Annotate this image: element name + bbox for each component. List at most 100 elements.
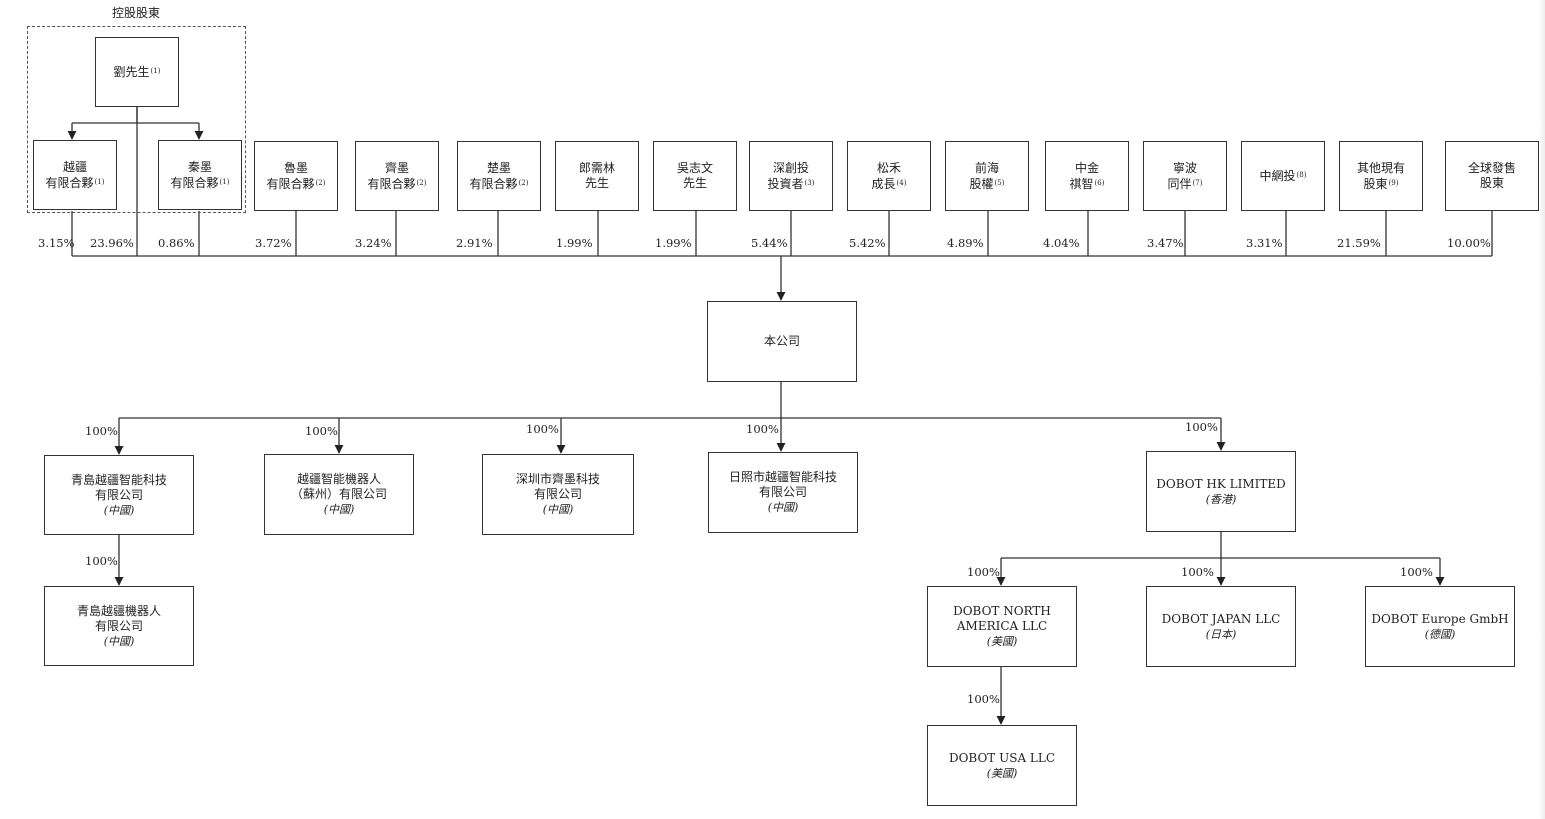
page-edge-shadow bbox=[1539, 0, 1545, 819]
entity-box-liu: 劉先生(1) bbox=[95, 37, 179, 107]
entity-box-yuejiang: 越疆有限合夥(1) bbox=[33, 140, 117, 210]
holding-percentage: 3.31% bbox=[1246, 236, 1283, 250]
entity-region: (日本) bbox=[1205, 627, 1237, 641]
entity-name-line: 中網投(8) bbox=[1259, 169, 1307, 183]
entity-name-line: 祺智(6) bbox=[1069, 176, 1105, 191]
subsidiary-percentage: 100% bbox=[746, 422, 779, 436]
entity-name-line: 其他現有 bbox=[1356, 160, 1405, 175]
subsidiary-percentage: 100% bbox=[1185, 420, 1218, 434]
entity-name-line: 先生 bbox=[682, 176, 707, 190]
entity-box-qianhai: 前海股權(5) bbox=[945, 141, 1029, 211]
entity-region: (美國) bbox=[986, 766, 1018, 780]
entity-box-qingdao_robot: 青島越疆機器人有限公司(中國) bbox=[44, 586, 194, 666]
footnote-marker: (3) bbox=[804, 178, 815, 187]
footnote-marker: (6) bbox=[1094, 178, 1105, 187]
holding-percentage: 4.89% bbox=[947, 236, 984, 250]
entity-box-zhongjin: 中金祺智(6) bbox=[1045, 141, 1129, 211]
controlling-shareholders-group bbox=[27, 26, 246, 213]
subsidiary-percentage: 100% bbox=[305, 424, 338, 438]
entity-box-lang: 郎需林先生 bbox=[555, 141, 639, 211]
company-box: 本公司 bbox=[707, 301, 857, 382]
entity-box-dobot_hk: DOBOT HK LIMITED(香港) bbox=[1146, 451, 1296, 532]
entity-name-line: 本公司 bbox=[763, 334, 800, 348]
subsidiary-percentage: 100% bbox=[967, 565, 1000, 579]
entity-name-line: 成長(4) bbox=[871, 176, 907, 191]
footnote-marker: (2) bbox=[416, 178, 427, 187]
entity-name-line: 劉先生(1) bbox=[113, 65, 161, 79]
footnote-marker: (2) bbox=[315, 178, 326, 187]
holding-percentage: 3.47% bbox=[1147, 236, 1184, 250]
holding-percentage: 2.91% bbox=[456, 236, 493, 250]
holding-percentage: 5.44% bbox=[751, 236, 788, 250]
entity-box-yuejiang_suzhou: 越疆智能機器人（蘇州）有限公司 (中國) bbox=[264, 454, 414, 535]
entity-name-line: DOBOT Europe GmbH bbox=[1371, 611, 1509, 626]
footnote-marker: (2) bbox=[518, 178, 529, 187]
entity-name-line: 投資者(3) bbox=[767, 176, 815, 191]
holding-percentage: 0.86% bbox=[158, 236, 195, 250]
footnote-marker: (1) bbox=[150, 67, 161, 75]
entity-name-line: 前海 bbox=[974, 160, 999, 175]
entity-region: (中國) bbox=[323, 503, 355, 516]
entity-name-line: 全球發售 bbox=[1467, 161, 1516, 175]
holding-percentage: 1.99% bbox=[655, 236, 692, 250]
entity-name-line: DOBOT USA LLC bbox=[948, 750, 1056, 765]
entity-box-shenchuang: 深創投投資者(3) bbox=[749, 141, 833, 211]
subsidiary-percentage: 100% bbox=[85, 424, 118, 438]
footnote-marker: (4) bbox=[896, 178, 907, 187]
entity-box-shenzhen_qimo: 深圳市齊墨科技有限公司(中國) bbox=[482, 454, 634, 535]
holding-percentage: 3.15% bbox=[38, 236, 75, 250]
entity-name-line: 越疆智能機器人 bbox=[296, 472, 381, 486]
entity-region: (中國) bbox=[542, 503, 574, 516]
entity-name-line: 有限合夥(2) bbox=[367, 176, 427, 191]
entity-region: (美國) bbox=[986, 635, 1018, 648]
entity-box-global: 全球發售股東 bbox=[1445, 141, 1539, 211]
entity-name-line: 股東 bbox=[1479, 176, 1504, 190]
footnote-marker: (1) bbox=[219, 177, 230, 186]
entity-name-line: AMERICA LLC bbox=[956, 619, 1048, 633]
entity-box-rizhao: 日照市越疆智能科技有限公司 (中國) bbox=[708, 452, 858, 533]
entity-box-chumo: 楚墨有限合夥(2) bbox=[457, 141, 541, 211]
entity-region: (香港) bbox=[1205, 492, 1237, 506]
holding-percentage: 23.96% bbox=[90, 236, 134, 250]
entity-name-line: 深創投 bbox=[772, 160, 809, 175]
holding-percentage: 4.04% bbox=[1043, 236, 1080, 250]
entity-name-line: 日照市越疆智能科技 bbox=[728, 470, 837, 484]
entity-name-line: DOBOT HK LIMITED bbox=[1156, 476, 1286, 491]
entity-name-line: 有限合夥(1) bbox=[45, 175, 105, 190]
subsidiary-percentage: 100% bbox=[85, 554, 118, 568]
entity-name-line: 有限公司 bbox=[94, 618, 143, 633]
subsidiary-percentage: 100% bbox=[1400, 565, 1433, 579]
entity-name-line: 同伴(7) bbox=[1167, 176, 1203, 191]
subsidiary-percentage: 100% bbox=[967, 692, 1000, 706]
entity-region: (中國) bbox=[103, 634, 135, 648]
holding-percentage: 3.72% bbox=[255, 236, 292, 250]
entity-name-line: （蘇州）有限公司 bbox=[290, 487, 387, 501]
entity-box-qinmo: 秦墨有限合夥(1) bbox=[158, 140, 242, 210]
holding-percentage: 1.99% bbox=[556, 236, 593, 250]
entity-box-zhongwang: 中網投(8) bbox=[1241, 141, 1325, 211]
entity-box-dobot_jp: DOBOT JAPAN LLC(日本) bbox=[1146, 586, 1296, 667]
entity-name-line: 有限合夥(2) bbox=[469, 176, 529, 191]
footnote-marker: (5) bbox=[994, 178, 1005, 187]
entity-name-line: 有限公司 bbox=[94, 487, 143, 502]
entity-box-qingdao_tech: 青島越疆智能科技有限公司(中國) bbox=[44, 455, 194, 535]
entity-box-dobot_usa: DOBOT USA LLC(美國) bbox=[927, 725, 1077, 806]
entity-name-line: 中金 bbox=[1074, 160, 1099, 175]
entity-name-line: 松禾 bbox=[876, 160, 901, 175]
entity-name-line: 股權(5) bbox=[969, 176, 1005, 191]
entity-name-line: DOBOT JAPAN LLC bbox=[1161, 611, 1281, 626]
footnote-marker: (9) bbox=[1388, 178, 1399, 187]
entity-name-line: 有限公司 bbox=[758, 485, 807, 499]
entity-box-wu: 吳志文先生 bbox=[653, 141, 737, 211]
entity-name-line: 深圳市齊墨科技 bbox=[515, 472, 600, 486]
entity-name-line: 郎需林 bbox=[578, 161, 615, 175]
holding-percentage: 21.59% bbox=[1337, 236, 1381, 250]
subsidiary-percentage: 100% bbox=[1181, 565, 1214, 579]
holding-percentage: 10.00% bbox=[1447, 236, 1491, 250]
entity-name-line: 楚墨 bbox=[486, 160, 511, 175]
entity-region: (中國) bbox=[767, 501, 799, 514]
entity-name-line: 越疆 bbox=[62, 159, 87, 174]
entity-name-line: 有限合夥(1) bbox=[170, 175, 230, 190]
